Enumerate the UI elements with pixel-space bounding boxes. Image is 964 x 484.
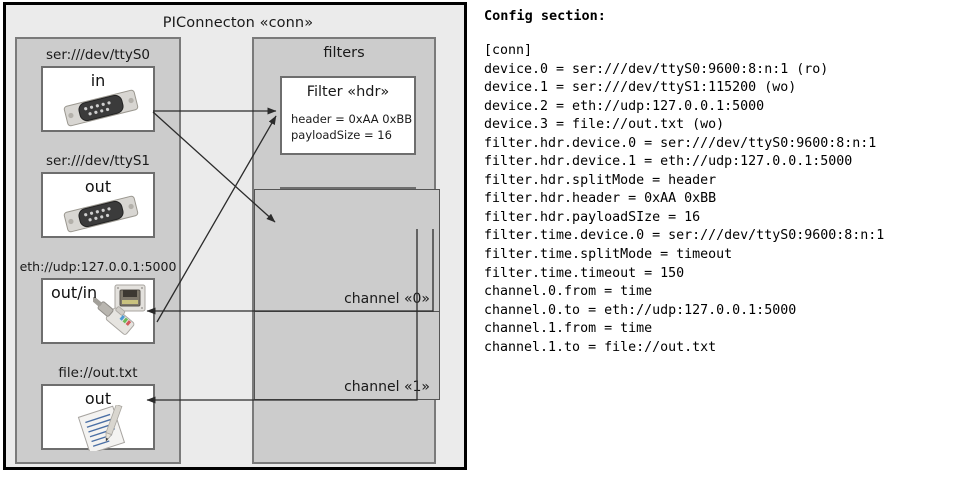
- device-direction-file: out: [84, 389, 112, 408]
- filter-prop: header = 0xAA 0xBB: [291, 112, 413, 126]
- ethernet-jack-icon: [93, 284, 146, 335]
- device-label-file: file://out.txt: [58, 365, 138, 381]
- text-document-icon: [77, 405, 126, 451]
- config-line: channel.0.to = eth://udp:127.0.0.1:5000: [484, 302, 797, 318]
- config-line: filter.hdr.payloadSIze = 16: [484, 209, 701, 225]
- device-box-file[interactable]: out: [41, 384, 155, 451]
- device-label-ttys1: ser:///dev/ttyS1: [46, 153, 150, 169]
- filter-box-hdr[interactable]: Filter «hdr» header = 0xAA 0xBB payloadS…: [280, 76, 416, 155]
- serial-port-icon: [63, 195, 139, 233]
- config-line: filter.hdr.device.0 = ser:///dev/ttyS0:9…: [484, 135, 877, 151]
- config-line: channel.1.from = time: [484, 321, 653, 337]
- device-label-ttys0: ser:///dev/ttyS0: [46, 47, 150, 63]
- channel-box-0[interactable]: channel «0»: [254, 189, 440, 312]
- channel-label-1: channel «1»: [344, 379, 430, 395]
- config-line: filter.time.timeout = 150: [484, 265, 685, 281]
- config-line: filter.hdr.device.1 = eth://udp:127.0.0.…: [484, 154, 853, 170]
- config-line: channel.1.to = file://out.txt: [484, 339, 717, 355]
- device-direction-ttys1: out: [84, 177, 112, 196]
- filter-props-hdr: header = 0xAA 0xBB payloadSize = 16: [291, 111, 412, 143]
- filter-name-hdr: Filter «hdr»: [306, 84, 390, 100]
- config-line: channel.0.from = time: [484, 284, 653, 300]
- config-line: filter.time.splitMode = timeout: [484, 247, 733, 263]
- channel-label-0: channel «0»: [344, 291, 430, 307]
- device-direction-eth: out/in: [51, 283, 98, 302]
- config-heading: Config section:: [484, 8, 606, 24]
- serial-port-icon: [63, 89, 139, 127]
- devices-panel: ser:///dev/ttyS0 in: [15, 37, 181, 464]
- device-box-ttys1[interactable]: out: [41, 172, 155, 238]
- config-line: device.0 = ser:///dev/ttyS0:9600:8:n:1 (…: [484, 61, 829, 77]
- config-line: device.3 = file://out.txt (wo): [484, 117, 725, 133]
- config-section: Config section: [conn] device.0 = ser:///…: [484, 0, 964, 484]
- config-line: filter.hdr.splitMode = header: [484, 172, 717, 188]
- config-line: device.1 = ser:///dev/ttyS1:115200 (wo): [484, 80, 797, 96]
- config-text: [conn] device.0 = ser:///dev/ttyS0:9600:8…: [484, 42, 884, 357]
- device-label-eth: eth://udp:127.0.0.1:5000: [19, 259, 177, 274]
- config-line: filter.time.device.0 = ser:///dev/ttyS0:…: [484, 228, 885, 244]
- filters-panel-title: filters: [323, 45, 365, 61]
- device-box-eth[interactable]: out/in: [41, 278, 155, 344]
- diagram-title: PIConnecton «conn»: [162, 15, 314, 31]
- config-line: device.2 = eth://udp:127.0.0.1:5000: [484, 98, 765, 114]
- channel-box-1[interactable]: channel «1»: [254, 311, 440, 400]
- config-line: [conn]: [484, 43, 533, 58]
- filter-prop: payloadSize = 16: [291, 128, 392, 142]
- architecture-diagram: PIConnecton «conn» ser:///dev/ttyS0 in: [0, 0, 478, 484]
- config-line: filter.hdr.header = 0xAA 0xBB: [484, 191, 717, 207]
- device-box-ttys0[interactable]: in: [41, 66, 155, 132]
- device-direction-ttys0: in: [90, 71, 106, 90]
